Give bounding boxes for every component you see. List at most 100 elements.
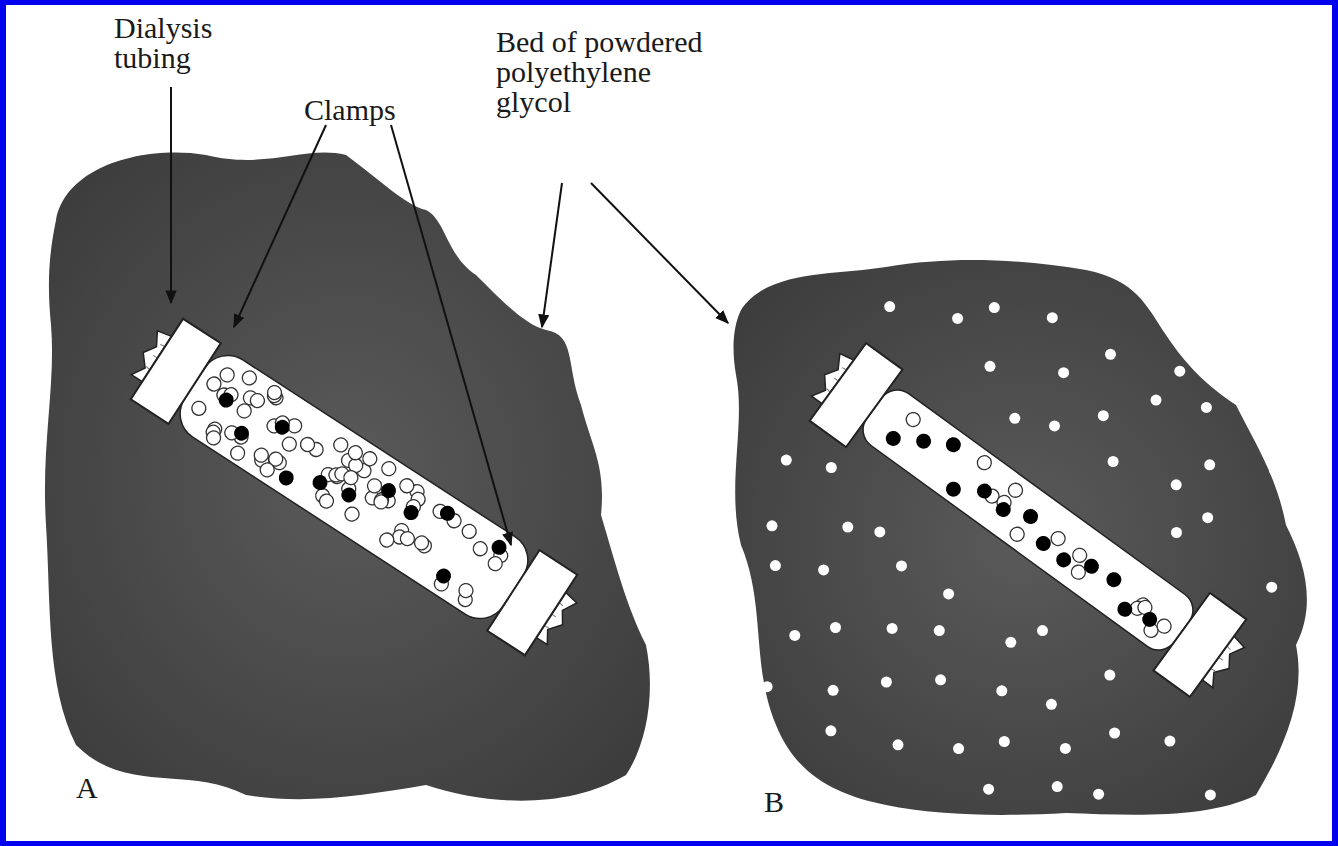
peg-bed-a xyxy=(45,153,650,801)
tube-contents xyxy=(855,382,1200,657)
water-molecule xyxy=(1005,637,1016,648)
water-molecule xyxy=(280,434,299,453)
water-molecule xyxy=(1259,352,1270,363)
water-molecule xyxy=(818,564,829,575)
water-molecule xyxy=(842,522,853,533)
macromolecule xyxy=(1053,549,1074,570)
water-molecule xyxy=(379,459,398,478)
water-molecule xyxy=(1265,419,1276,430)
panel-letter: A xyxy=(76,773,116,803)
water-molecule xyxy=(1046,699,1057,710)
macromolecule xyxy=(943,479,964,500)
water-molecule xyxy=(1174,366,1185,377)
water-molecule xyxy=(1049,420,1060,431)
water-molecule xyxy=(217,365,236,384)
water-molecule xyxy=(228,443,247,462)
water-molecule xyxy=(983,784,994,795)
water-molecule xyxy=(1164,736,1175,747)
water-molecule xyxy=(1202,512,1213,523)
macromolecule xyxy=(338,485,359,506)
water-molecule xyxy=(903,410,923,430)
water-molecule xyxy=(1154,616,1174,636)
water-molecule xyxy=(1009,413,1020,424)
macromolecule xyxy=(272,417,293,438)
water-molecule xyxy=(1205,789,1216,800)
water-molecule xyxy=(265,383,284,402)
water-molecule xyxy=(486,554,505,573)
water-molecule xyxy=(999,736,1010,747)
water-molecule xyxy=(943,588,954,599)
macromolecule xyxy=(993,499,1014,520)
water-molecule xyxy=(1109,728,1120,739)
water-molecule xyxy=(874,526,885,537)
clamp xyxy=(131,319,221,424)
water-molecule xyxy=(766,744,777,755)
water-molecule xyxy=(1058,367,1069,378)
water-molecule xyxy=(953,743,964,754)
water-molecule xyxy=(460,522,479,541)
water-molecule xyxy=(828,685,839,696)
macromolecule xyxy=(401,502,422,523)
water-molecule xyxy=(1204,459,1215,470)
water-molecule xyxy=(258,460,277,479)
water-molecule xyxy=(1266,582,1277,593)
water-molecule xyxy=(989,302,1000,313)
macromolecule xyxy=(1139,609,1160,630)
water-molecule xyxy=(884,301,895,312)
macromolecule xyxy=(437,503,458,524)
macromolecule xyxy=(1020,506,1041,527)
water-molecule xyxy=(189,399,208,418)
water-molecule xyxy=(975,453,995,473)
water-molecule xyxy=(252,445,271,464)
water-molecule xyxy=(825,725,836,736)
water-molecule xyxy=(360,449,379,468)
water-molecule xyxy=(1048,529,1068,549)
water-molecule xyxy=(935,674,946,685)
macromolecule xyxy=(974,481,995,502)
clamp xyxy=(810,343,903,447)
panel-letter: B xyxy=(764,787,804,817)
water-molecule xyxy=(1093,789,1104,800)
part-label: Clamps xyxy=(304,95,444,125)
water-molecule xyxy=(887,623,898,634)
macromolecule xyxy=(216,390,237,411)
water-molecule xyxy=(1037,625,1048,636)
water-molecule xyxy=(781,455,792,466)
macromolecule xyxy=(310,472,331,493)
water-molecule xyxy=(342,504,361,523)
water-molecule xyxy=(1007,524,1027,544)
water-molecule xyxy=(826,462,837,473)
leader-lines xyxy=(171,87,728,545)
peg-bed-b xyxy=(734,260,1307,815)
water-molecule xyxy=(952,313,963,324)
water-molecule xyxy=(346,443,365,462)
water-molecule xyxy=(1221,361,1232,372)
dialysis-illustration xyxy=(6,5,1332,841)
water-molecule xyxy=(1098,410,1109,421)
water-molecule xyxy=(1108,456,1119,467)
water-molecule xyxy=(985,361,996,372)
macromolecule xyxy=(1081,556,1102,577)
picture-frame: Dialysis tubingClampsBed of powdered pol… xyxy=(6,5,1332,841)
water-molecule xyxy=(456,581,475,600)
water-molecule xyxy=(1201,402,1212,413)
water-molecule xyxy=(331,435,350,454)
water-molecule xyxy=(934,625,945,636)
water-molecule xyxy=(762,681,773,692)
macromolecule xyxy=(1103,569,1124,590)
water-molecule xyxy=(881,677,892,688)
water-molecule xyxy=(341,468,360,487)
water-molecule xyxy=(1047,312,1058,323)
clamp xyxy=(1153,593,1246,697)
water-molecule xyxy=(412,533,431,552)
water-molecule xyxy=(204,428,223,447)
water-molecule xyxy=(789,630,800,641)
macromolecule xyxy=(883,428,904,449)
macromolecule xyxy=(489,537,510,558)
water-molecule xyxy=(397,476,416,495)
macromolecule xyxy=(378,480,399,501)
part-label: Bed of powdered polyethylene glycol xyxy=(496,27,726,117)
macromolecule xyxy=(1033,533,1054,554)
macromolecule xyxy=(943,434,964,455)
water-molecule xyxy=(896,560,907,571)
